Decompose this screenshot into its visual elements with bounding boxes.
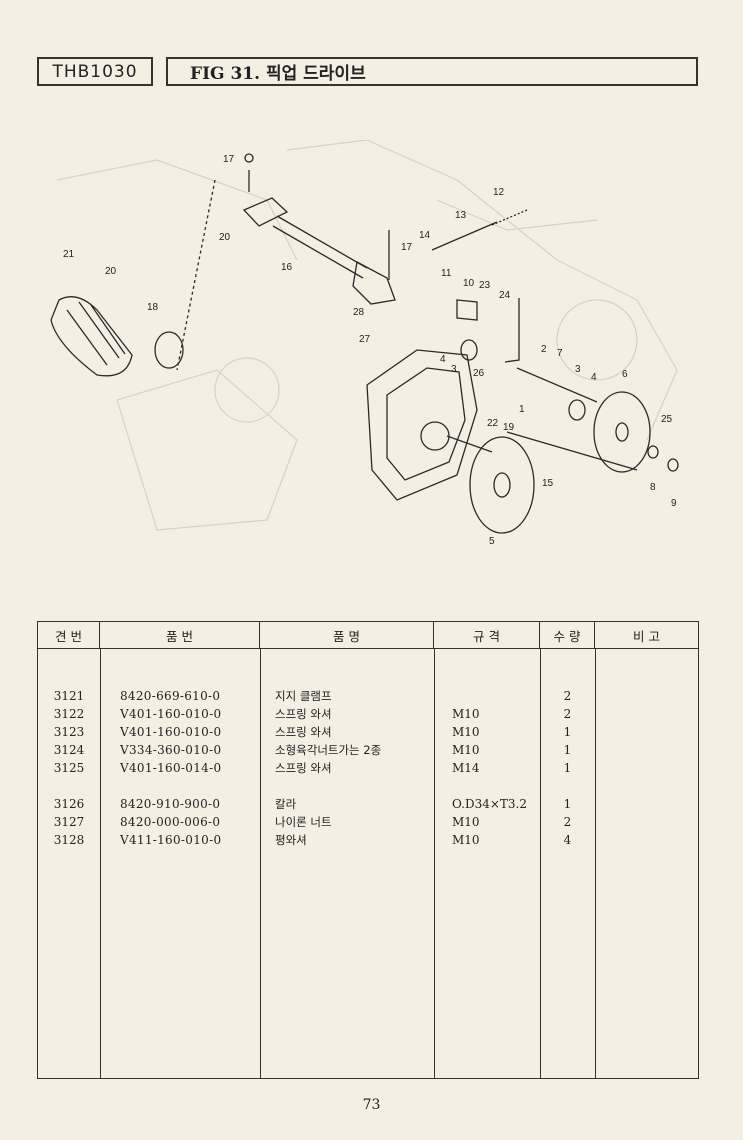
table-row: 3126 8420-910-900-0 칼라 O.D34×T3.2 1 (38, 795, 698, 813)
callout-number: 8 (650, 482, 656, 493)
callout-number: 7 (557, 348, 563, 359)
callout-number: 23 (479, 280, 491, 291)
table-row: 3121 8420-669-610-0 지지 클램프 2 (38, 687, 698, 705)
callout-number: 10 (463, 278, 475, 289)
qty-cell: 1 (563, 743, 572, 757)
part-name-cell: 스프링 와셔 (275, 725, 332, 739)
figure-title-box: FIG 31. 픽업 드라이브 (166, 57, 698, 86)
col-part-name: 품 명 (260, 622, 434, 648)
part-no-cell: 8420-910-900-0 (120, 797, 221, 811)
ref-cell: 3121 (53, 689, 85, 703)
callout-number: 14 (419, 230, 431, 241)
part-name-cell: 스프링 와셔 (275, 761, 332, 775)
qty-cell: 1 (563, 797, 572, 811)
table-header: 견 번 품 번 품 명 규 격 수 량 비 고 (38, 622, 698, 649)
part-no-cell: 8420-669-610-0 (120, 689, 221, 703)
qty-cell: 1 (563, 761, 572, 775)
callout-number: 28 (353, 307, 365, 318)
drive-parts (50, 153, 679, 534)
callout-number: 26 (473, 368, 485, 379)
ref-cell: 3122 (53, 707, 85, 721)
qty-cell: 4 (563, 833, 572, 847)
callout-number: 20 (105, 266, 117, 277)
exploded-parts-diagram: 17 20 21 20 18 16 17 14 13 12 11 10 23 2… (50, 140, 679, 547)
model-code-box: THB1030 (37, 57, 153, 86)
part-name-cell: 소형육각너트가는 2종 (275, 743, 382, 757)
spec-cell: M14 (452, 761, 480, 775)
col-ref: 견 번 (38, 622, 100, 648)
callout-number: 18 (147, 302, 159, 313)
part-name-cell: 칼라 (275, 797, 297, 811)
callout-number: 22 (487, 418, 499, 429)
part-no-cell: 8420-000-006-0 (120, 815, 221, 829)
spec-cell: M10 (452, 815, 480, 829)
spec-cell: O.D34×T3.2 (452, 797, 527, 811)
callout-number: 21 (63, 249, 75, 260)
callout-number: 17 (401, 242, 413, 253)
callout-number: 2 (541, 344, 547, 355)
qty-cell: 2 (563, 689, 572, 703)
callout-number: 12 (493, 187, 505, 198)
part-no-cell: V401-160-010-0 (120, 707, 222, 721)
spec-cell: M10 (452, 725, 480, 739)
ref-cell: 3127 (53, 815, 85, 829)
callout-number: 5 (489, 536, 495, 547)
part-no-cell: V411-160-010-0 (120, 833, 222, 847)
part-no-cell: V401-160-010-0 (120, 725, 222, 739)
callout-number: 15 (542, 478, 554, 489)
callout-numbers: 17 20 21 20 18 16 17 14 13 12 11 10 23 2… (63, 154, 677, 547)
part-name-cell: 지지 클램프 (275, 689, 332, 703)
callout-number: 11 (441, 268, 452, 279)
callout-number: 16 (281, 262, 293, 273)
part-name-cell: 나이론 너트 (275, 815, 332, 829)
part-name-cell: 평와셔 (275, 833, 307, 847)
callout-number: 25 (661, 414, 673, 425)
callout-number: 17 (223, 154, 235, 165)
callout-number: 24 (499, 290, 511, 301)
ref-cell: 3123 (53, 725, 85, 739)
callout-number: 6 (622, 369, 628, 380)
callout-number: 3 (451, 364, 457, 375)
callout-number: 4 (591, 372, 597, 383)
ref-cell: 3128 (53, 833, 85, 847)
parts-table: 견 번 품 번 품 명 규 격 수 량 비 고 3121 8420-669-610… (37, 621, 699, 1079)
col-part-no: 품 번 (100, 622, 260, 648)
ref-cell: 3124 (53, 743, 85, 757)
ref-cell: 3125 (53, 761, 85, 775)
table-row: 3127 8420-000-006-0 나이론 너트 M10 2 (38, 813, 698, 831)
table-row: 3122 V401-160-010-0 스프링 와셔 M10 2 (38, 705, 698, 723)
callout-number: 3 (575, 364, 581, 375)
figure-title: FIG 31. 픽업 드라이브 (190, 64, 366, 84)
callout-number: 4 (440, 354, 446, 365)
part-no-cell: V401-160-014-0 (120, 761, 222, 775)
col-spec: 규 격 (434, 622, 540, 648)
table-row: 3123 V401-160-010-0 스프링 와셔 M10 1 (38, 723, 698, 741)
model-code: THB1030 (52, 61, 138, 82)
table-row: 3128 V411-160-010-0 평와셔 M10 4 (38, 831, 698, 849)
callout-number: 9 (671, 498, 677, 509)
ref-cell: 3126 (53, 797, 85, 811)
background-ghost-drawing (56, 140, 678, 531)
callout-number: 19 (503, 422, 515, 433)
table-row: 3125 V401-160-014-0 스프링 와셔 M14 1 (38, 759, 698, 777)
spec-cell: M10 (452, 707, 480, 721)
qty-cell: 2 (563, 815, 572, 829)
col-remarks: 비 고 (633, 628, 660, 644)
spec-cell: M10 (452, 743, 480, 757)
callout-number: 1 (519, 404, 525, 415)
page-number: 73 (362, 1097, 381, 1113)
col-qty: 수 량 (540, 622, 595, 648)
callout-number: 27 (359, 334, 371, 345)
qty-cell: 2 (563, 707, 572, 721)
table-row: 3124 V334-360-010-0 소형육각너트가는 2종 M10 1 (38, 741, 698, 759)
part-name-cell: 스프링 와셔 (275, 707, 332, 721)
callout-number: 13 (455, 210, 467, 221)
callout-number: 20 (219, 232, 231, 243)
spec-cell: M10 (452, 833, 480, 847)
qty-cell: 1 (563, 725, 572, 739)
part-no-cell: V334-360-010-0 (120, 743, 222, 757)
